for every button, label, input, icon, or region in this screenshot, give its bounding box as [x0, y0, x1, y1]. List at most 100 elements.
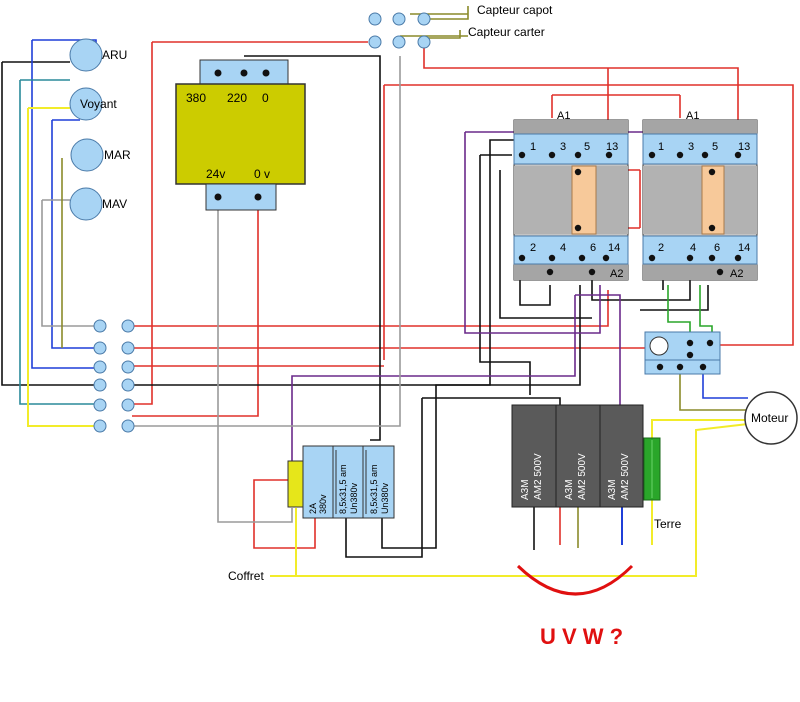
breaker-2 [555, 404, 601, 508]
capteur-capot-label: Capteur capot [477, 3, 553, 17]
terminal [548, 151, 556, 159]
terminal [121, 341, 135, 355]
terminal [546, 268, 554, 276]
wire-black [244, 55, 381, 441]
t1: 1 [530, 141, 536, 153]
t14: 14 [738, 242, 750, 254]
terminal [574, 224, 582, 232]
t14: 14 [608, 242, 620, 254]
t4: 4 [560, 242, 566, 254]
terminal [262, 69, 270, 77]
fuse-big-1 [332, 445, 364, 519]
breaker-2-line1: A3M [564, 479, 575, 500]
terminal [93, 419, 107, 433]
terminal [676, 151, 684, 159]
wire-red [132, 197, 259, 417]
fuse-big1-label2: Un380v [349, 482, 359, 514]
contactor-aux-link [701, 165, 725, 235]
wire-olive [424, 30, 461, 39]
terminal [93, 319, 107, 333]
breaker-1-line1: A3M [520, 479, 531, 500]
fuse-big2-label1: 8,5x31,5 am [369, 464, 379, 514]
contactor-2: A1 A2 1 3 5 13 2 4 6 14 [642, 110, 758, 281]
wire-black [640, 285, 709, 311]
t3: 3 [560, 141, 566, 153]
uvw-question: U V W ? [540, 624, 623, 649]
contactor-1: A1 A2 1 3 5 13 2 4 6 14 [513, 110, 629, 281]
fuse-380v-label: 380v [318, 494, 328, 514]
wire-blue [51, 120, 100, 349]
terminal [121, 319, 135, 333]
wire-black [381, 285, 581, 549]
contactor-mid [514, 166, 628, 234]
t6: 6 [590, 242, 596, 254]
fuse-big-2 [362, 445, 395, 519]
terminal [121, 360, 135, 374]
terminal [734, 151, 742, 159]
wire-green [667, 285, 691, 332]
terminal [676, 363, 684, 371]
terminal [518, 151, 526, 159]
terminal [93, 360, 107, 374]
breakers: A3M AM2 500V A3M AM2 500V A3M AM2 500V T… [511, 404, 682, 531]
a1-label: A1 [557, 110, 570, 122]
terminal-block-left [93, 319, 135, 433]
wire-olive [679, 370, 748, 411]
terminal [368, 12, 382, 26]
contactor-bottom-bar [514, 264, 628, 280]
terminal [574, 168, 582, 176]
fuse-small-cap [287, 460, 304, 508]
terminal [417, 35, 431, 49]
t3: 3 [688, 141, 694, 153]
button-mav: MAV [69, 187, 127, 221]
terminal [93, 378, 107, 392]
terminal [254, 193, 262, 201]
t5: 5 [584, 141, 590, 153]
mav-label: MAV [102, 197, 127, 211]
wire-red [423, 44, 739, 140]
terminal [578, 254, 586, 262]
mar-button [70, 138, 104, 172]
breaker-3-line1: A3M [607, 479, 618, 500]
terminal [686, 254, 694, 262]
terminal [605, 151, 613, 159]
terminal [368, 35, 382, 49]
sensor-capot: Capteur capot [368, 3, 553, 26]
wire-blue [31, 40, 100, 369]
terminal [686, 351, 694, 359]
aru-button [69, 38, 103, 72]
wire-purple [575, 294, 621, 405]
a1-label: A1 [686, 110, 699, 122]
terminal [648, 254, 656, 262]
terminal [518, 254, 526, 262]
voyant-label: Voyant [80, 97, 117, 111]
fuse-big1-label1: 8,5x31,5 am [338, 464, 348, 514]
wire-purple [464, 132, 601, 334]
contactor-top-terminals [513, 133, 629, 165]
wire-black [479, 155, 531, 395]
thermal-relay [644, 331, 721, 375]
a2-label: A2 [730, 268, 743, 280]
terminal [708, 168, 716, 176]
t2: 2 [658, 242, 664, 254]
fuse-2a-label: 2A [308, 503, 318, 514]
terminal [686, 339, 694, 347]
mav-button [69, 187, 103, 221]
terminal [392, 35, 406, 49]
terminal [706, 339, 714, 347]
wire-purple [291, 295, 576, 470]
terminal [699, 363, 707, 371]
wire-yellow [27, 108, 100, 427]
t1: 1 [658, 141, 664, 153]
aru-label: ARU [102, 48, 127, 62]
terminal [121, 378, 135, 392]
contactor-mid [643, 166, 757, 234]
wire-red [132, 42, 153, 405]
terminal [240, 69, 248, 77]
terminal [121, 398, 135, 412]
terminal [708, 254, 716, 262]
coffret-label: Coffret [228, 569, 264, 583]
wires [1, 6, 794, 577]
terminal [656, 363, 664, 371]
